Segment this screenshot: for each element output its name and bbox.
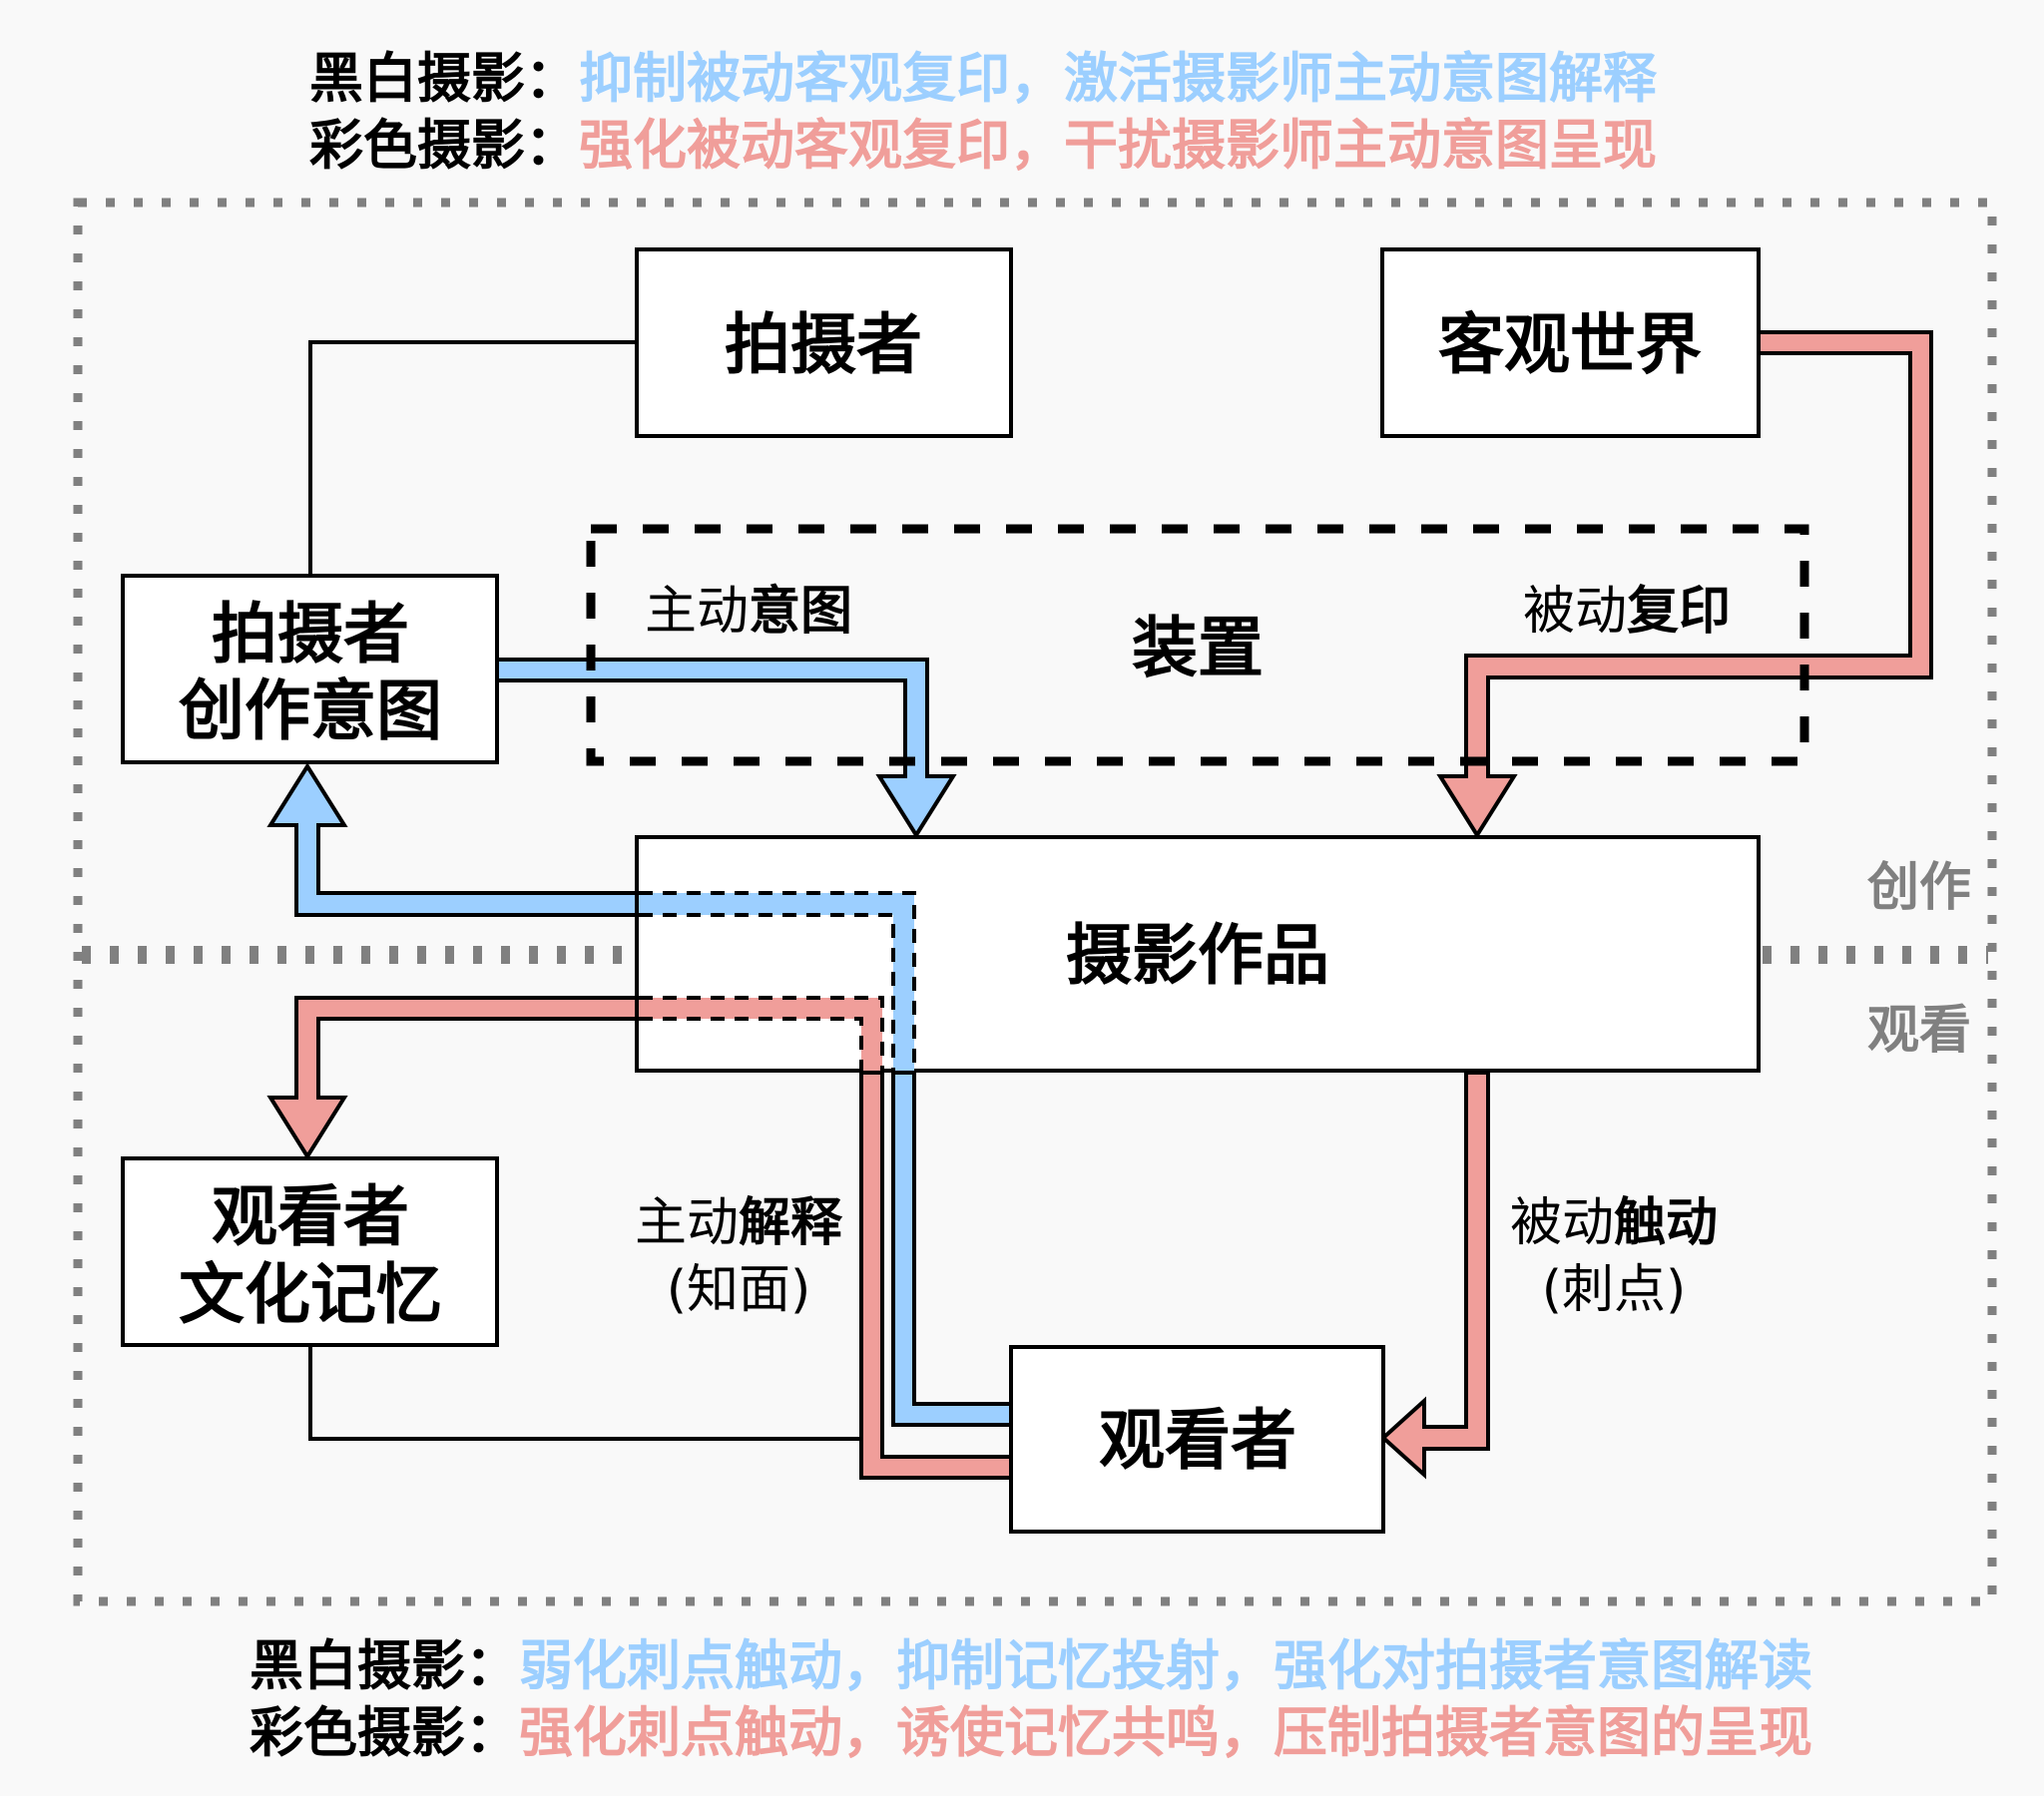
node-intent-line1: 拍摄者: [212, 596, 409, 673]
node-work-label: 摄影作品: [1066, 917, 1329, 994]
node-photographer-label: 拍摄者: [725, 306, 922, 383]
connector-photographer-to-intent: [308, 340, 637, 576]
label-active-interpretation: 主动解释: [635, 1193, 843, 1253]
phase-label-viewing: 观看: [1867, 1001, 1971, 1061]
label-passive-copy: 被动复印: [1523, 582, 1731, 642]
top-caption-bw-prefix: 黑白摄影：: [309, 47, 579, 110]
bottom-caption-bw-text: 弱化刺点触动，抑制记忆投射，强化对拍摄者意图解读: [519, 1634, 1812, 1697]
label-passive-touch-sub: (刺点): [1542, 1260, 1687, 1320]
node-objective-world: 客观世界: [1380, 247, 1761, 438]
connector-memory-to-viewer: [308, 1345, 860, 1441]
top-caption-color-prefix: 彩色摄影：: [309, 114, 579, 177]
svg-text:黑白摄影：弱化刺点触动，抑制记忆投射，强化对拍摄者意图解读: 黑白摄影：弱化刺点触动，抑制记忆投射，强化对拍摄者意图解读: [250, 1634, 1812, 1697]
svg-text:彩色摄影：强化刺点触动，诱使记忆共鸣，压制拍摄者意图的呈现: 彩色摄影：强化刺点触动，诱使记忆共鸣，压制拍摄者意图的呈现: [250, 1701, 1812, 1764]
node-viewer: 观看者: [1009, 1345, 1385, 1534]
label-passive-touch: 被动触动: [1510, 1193, 1718, 1253]
node-memory-line1: 观看者: [212, 1178, 409, 1255]
bottom-caption-color-text: 强化刺点触动，诱使记忆共鸣，压制拍摄者意图的呈现: [519, 1701, 1812, 1764]
phase-label-creation: 创作: [1866, 858, 1971, 918]
arrow-active-intent: [495, 658, 957, 839]
arrow-feedback-inside-work: [639, 893, 914, 1071]
node-photographic-work: 摄影作品: [635, 835, 1761, 1073]
top-caption-color-text: 强化被动客观复印，干扰摄影师主动意图呈现: [579, 114, 1657, 177]
label-active-interpretation-sub: (知面): [667, 1260, 811, 1320]
apparatus-label: 装置: [1132, 610, 1264, 686]
node-viewer-label: 观看者: [1099, 1402, 1296, 1479]
node-viewer-memory: 观看者 文化记忆: [121, 1156, 499, 1347]
apparatus-dashed-box: [586, 524, 1809, 766]
top-caption: 黑白摄影：抑制被动客观复印，激活摄影师主动意图解释 彩色摄影：强化被动客观复印，…: [309, 47, 1658, 177]
label-active-intent: 主动意图: [645, 582, 852, 642]
bottom-caption: 黑白摄影：弱化刺点触动，抑制记忆投射，强化对拍摄者意图解读 彩色摄影：强化刺点触…: [250, 1634, 1812, 1764]
node-memory-line2: 文化记忆: [179, 1256, 442, 1333]
arrow-passive-copy: [1436, 330, 1933, 839]
node-intent-line2: 创作意图: [179, 673, 442, 749]
node-photographer: 拍摄者: [635, 247, 1013, 438]
bottom-caption-bw-prefix: 黑白摄影：: [250, 1634, 519, 1697]
svg-text:彩色摄影：强化被动客观复印，干扰摄影师主动意图呈现: 彩色摄影：强化被动客观复印，干扰摄影师主动意图呈现: [309, 114, 1657, 177]
arrow-memory-inside-work: [639, 998, 882, 1071]
arrow-passive-touch: [1380, 1071, 1490, 1480]
top-caption-bw-text: 抑制被动客观复印，激活摄影师主动意图解释: [579, 47, 1658, 110]
node-photographer-intent: 拍摄者 创作意图: [121, 574, 499, 764]
svg-text:黑白摄影：抑制被动客观复印，激活摄影师主动意图解释: 黑白摄影：抑制被动客观复印，激活摄影师主动意图解释: [309, 47, 1658, 110]
outer-dotted-frame: [73, 198, 1997, 1606]
bottom-caption-color-prefix: 彩色摄影：: [250, 1701, 519, 1764]
node-objective-world-label: 客观世界: [1438, 306, 1702, 383]
